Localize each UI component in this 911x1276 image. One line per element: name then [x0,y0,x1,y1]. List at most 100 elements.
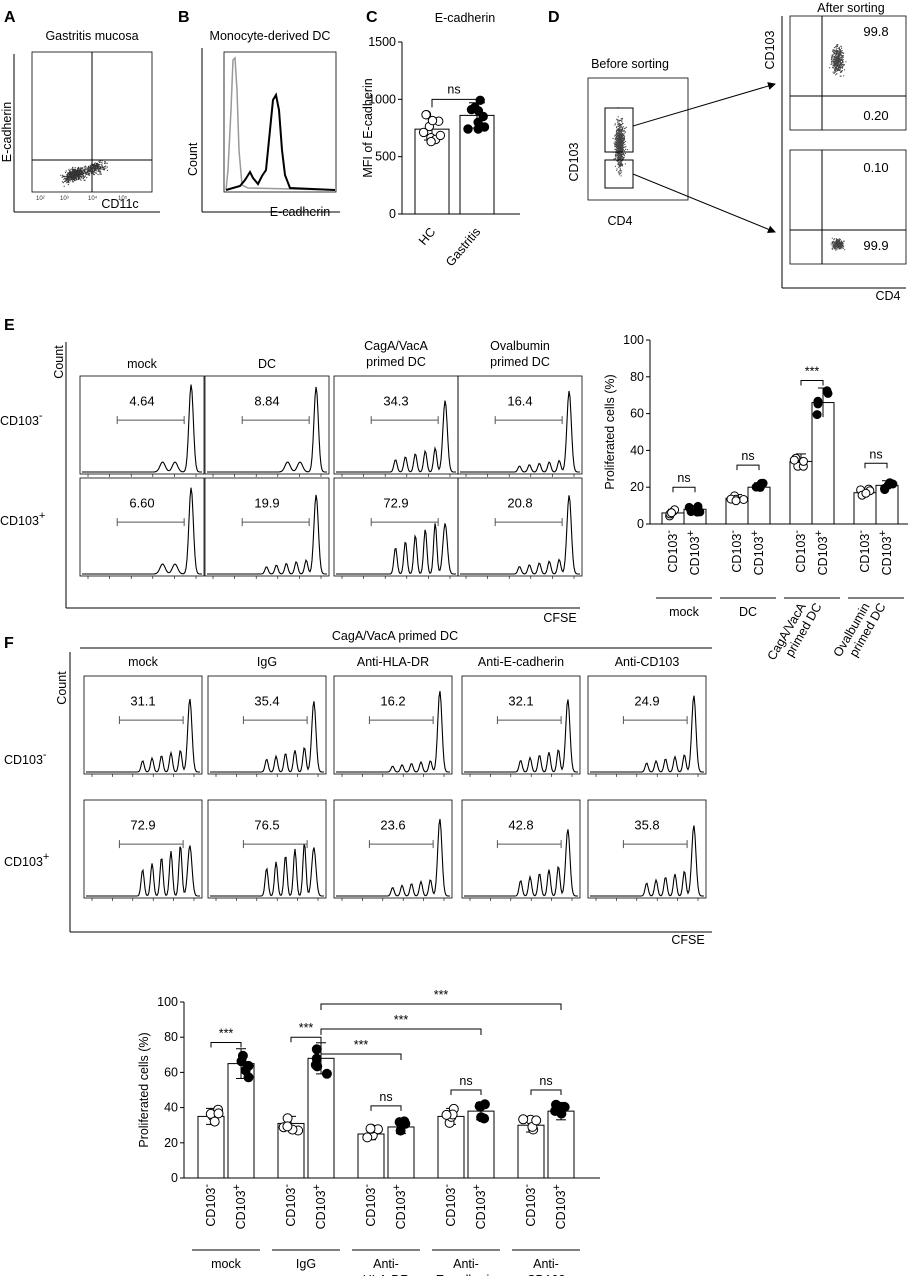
scatter-dot [839,57,841,59]
scatter-dot [91,172,93,174]
gate-percentage: 8.84 [254,393,279,408]
scatter-dot [101,164,103,166]
scatter-dot [617,152,619,154]
scatter-dot [623,139,626,141]
scatter-dot [67,172,70,174]
comparison-bracket [320,1003,562,1010]
scatter-dot [843,52,845,54]
scatter-dot [618,143,620,145]
scatter-dot [838,242,840,244]
scatter-dot [839,48,841,51]
scatter-dot [100,173,102,175]
gate-percentage: 42.8 [508,817,533,832]
histogram-frame [333,375,459,475]
scatter-dot [622,153,625,155]
data-point [888,479,898,489]
data-point [282,1121,293,1132]
scatter-dot [621,122,624,124]
panel-d-after-title: After sorting [817,1,884,15]
scatter-dot [615,138,617,140]
axis-tick-label: 10² [36,196,45,202]
y-tick-label: 20 [164,1136,178,1150]
scatter-dot [840,46,842,48]
scatter-dot [73,172,75,174]
scatter-dot [81,177,83,179]
scatter-dot [616,119,618,121]
panel-e: E Count CFSE CD103- CD103+ mock4.646.60D… [0,317,908,663]
scatter-dot [105,162,107,164]
scatter-dot [624,163,627,165]
scatter-dot [88,174,91,176]
scatter-dot [97,165,99,167]
bar [811,402,835,525]
scatter-dot [839,238,841,241]
group-label: Anti- [453,1257,479,1271]
panel-d-top-q-lower: 0.20 [863,108,888,123]
scatter-dot [618,172,620,174]
scatter-dot [72,181,75,183]
scatter-dot [830,243,832,245]
data-point [812,410,822,420]
scatter-dot [835,74,837,76]
scatter-dot [835,249,837,251]
scatter-dot [62,182,64,184]
scatter-dot [839,63,841,66]
scatter-dot [624,146,626,148]
significance-label: *** [805,364,820,378]
scatter-dot [620,158,622,160]
gate-percentage: 32.1 [508,693,533,708]
panel-c-ylabel: MFI of E-cadherin [361,78,375,177]
category-label: HC [416,225,438,248]
scatter-dot [620,162,623,164]
scatter-dot [94,162,96,164]
scatter-dot [73,178,75,180]
scatter-dot [616,136,618,138]
panel-d-bottom-q-lower: 99.9 [863,238,888,253]
scatter-dot [621,126,623,129]
scatter-dot [68,173,70,175]
histogram-curve [210,701,324,773]
scatter-dot [82,170,84,173]
scatter-dot [618,131,620,133]
scatter-dot [73,170,76,172]
scatter-dot [836,247,838,249]
scatter-dot [620,135,623,137]
data-point [441,1109,452,1120]
scatter-dot [106,169,108,172]
significance-label: ns [677,471,690,485]
scatter-dot [67,178,69,180]
scatter-dot [615,133,618,135]
scatter-dot [620,163,622,166]
scatter-dot [838,52,840,54]
scatter-dot [98,169,100,171]
scatter-dot [99,173,101,175]
histogram-curve [336,818,450,897]
scatter-dot [74,176,76,178]
bar [227,1063,255,1179]
scatter-dot [831,57,833,59]
scatter-dot [834,64,836,66]
scatter-dot [831,61,833,63]
data-point [243,1072,254,1083]
data-point [237,1050,248,1061]
scatter-dot [89,166,91,168]
scatter-dot [99,166,101,168]
scatter-dot [62,174,64,176]
series-label: CD103- [727,530,744,573]
scatter-dot [91,168,93,170]
y-tick-label: 1500 [368,35,396,49]
scatter-dot [83,166,86,168]
scatter-dot [79,171,81,173]
scatter-dot [615,156,617,158]
histogram-curve [460,495,580,575]
scatter-dot [74,171,76,173]
scatter-dot [74,170,76,172]
scatter-dot [838,46,840,49]
scatter-dot [618,139,620,141]
scatter-dot [78,177,80,179]
scatter-dot [76,179,78,181]
panel-a-letter: A [4,9,16,26]
scatter-dot [838,246,840,248]
